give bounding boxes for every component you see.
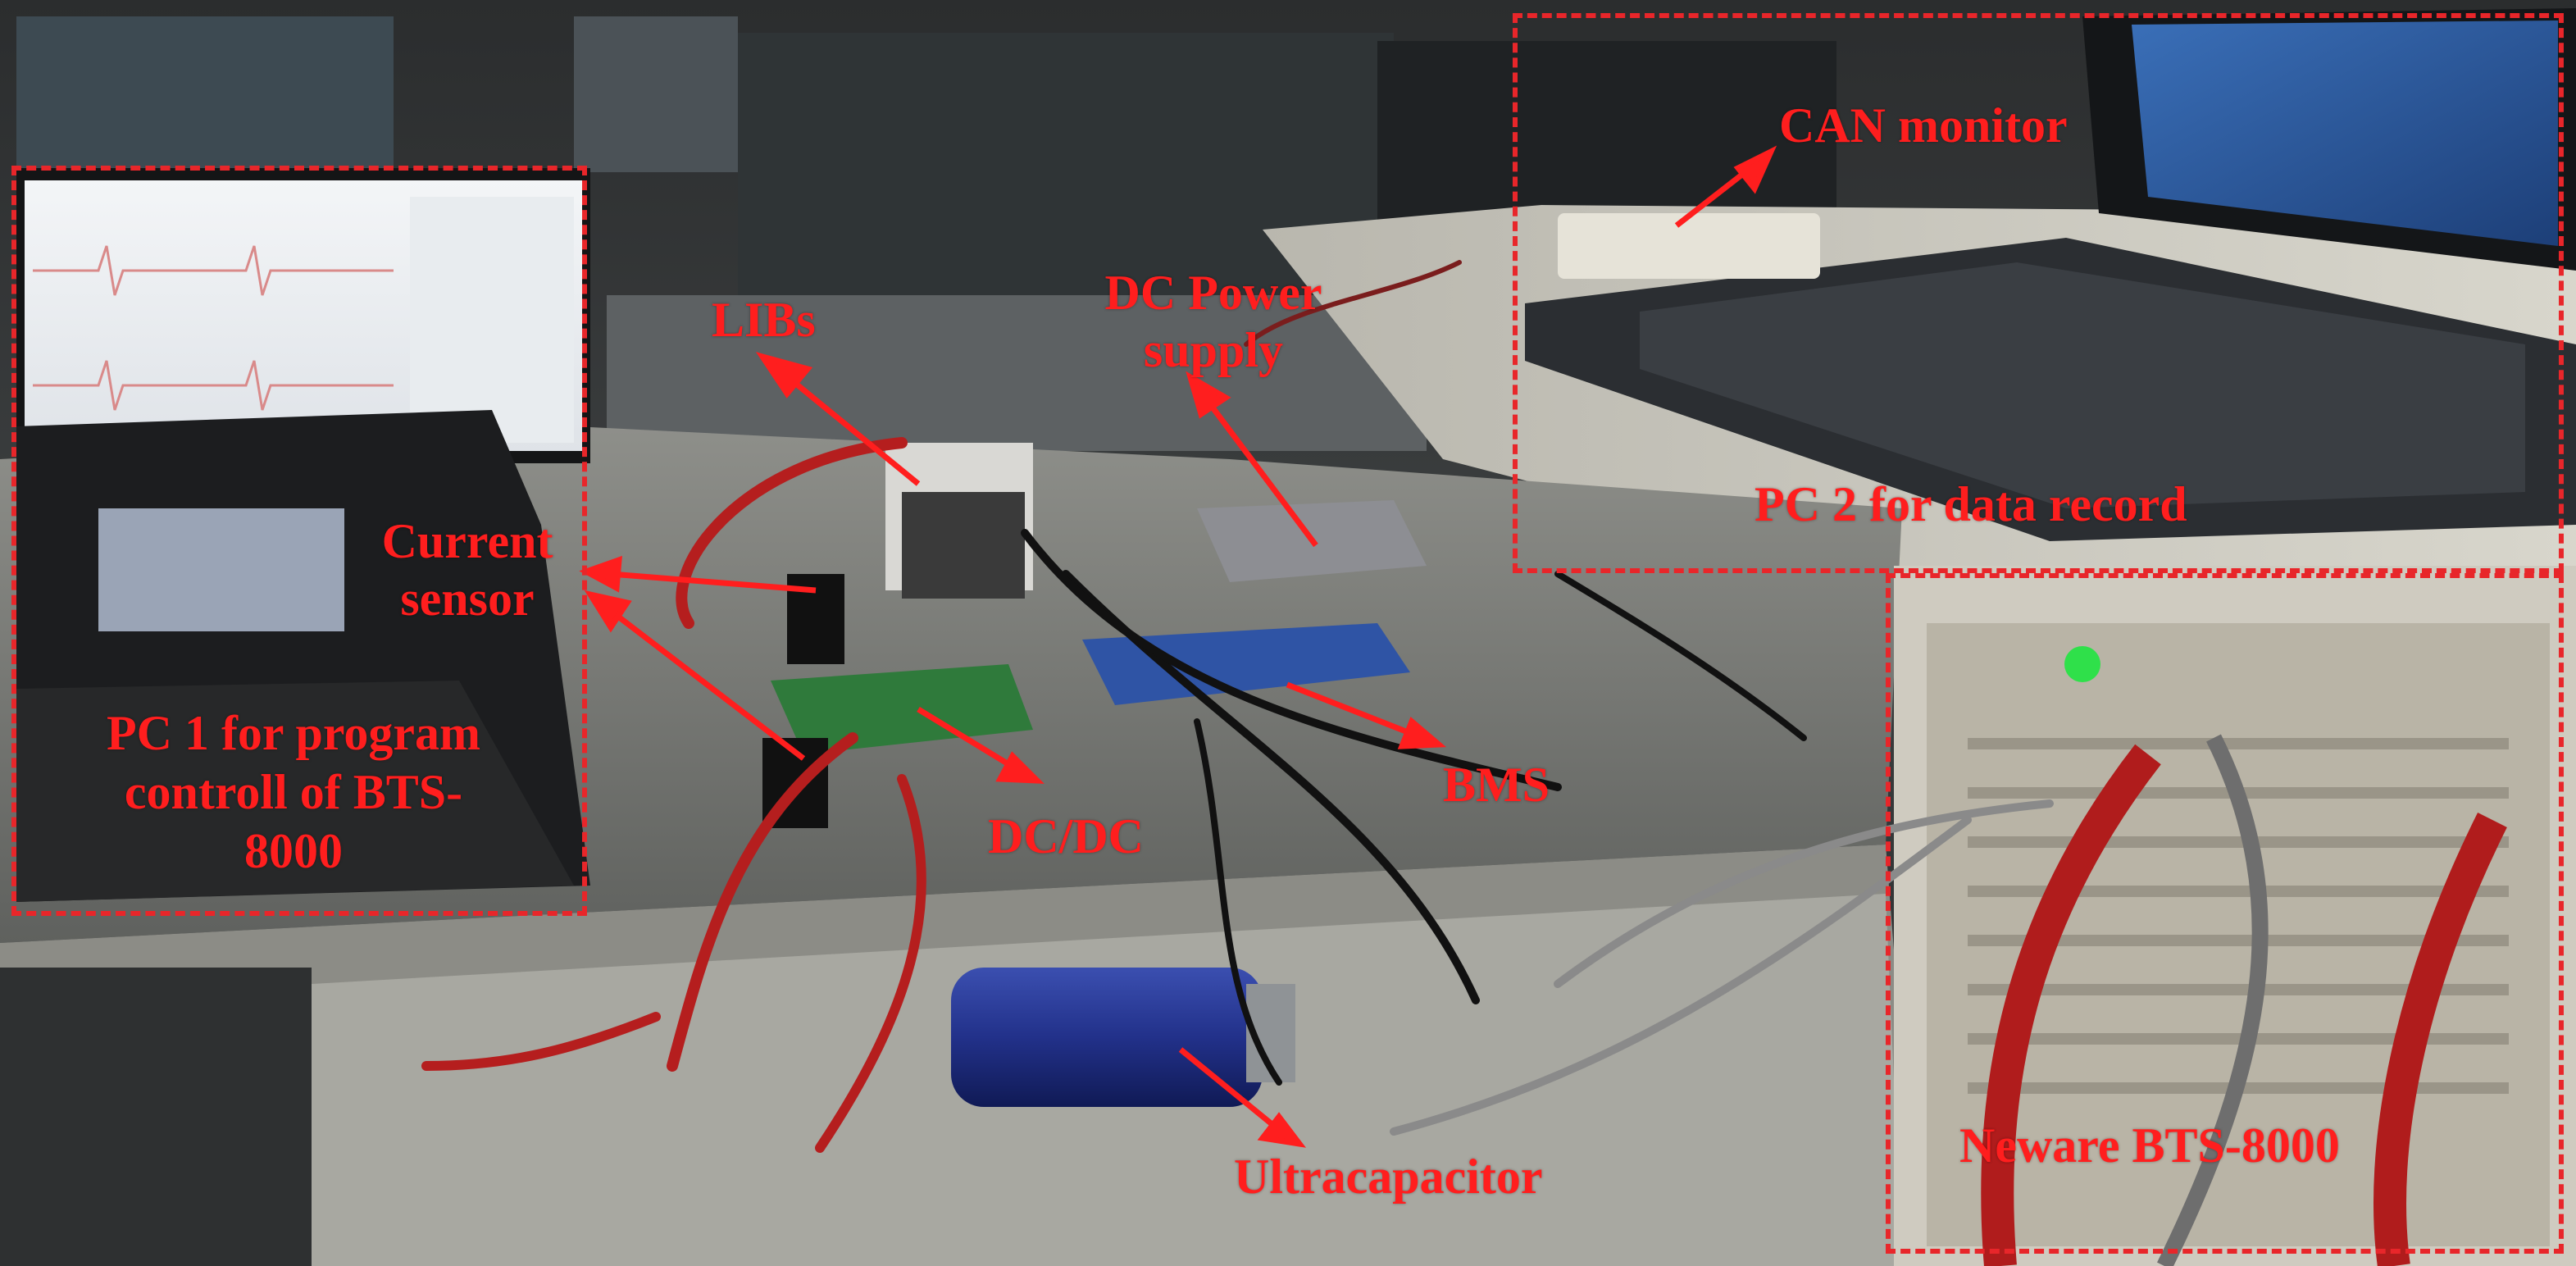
dcdc-label: DC/DC [988,809,1144,863]
pc1-label: PC 1 for program controll of BTS- 8000 [23,704,564,881]
pc1-line-1: PC 1 for program [106,706,481,760]
current-sensor-label: Current sensor [344,512,590,627]
libs-label: LIBs [712,293,816,347]
current-sensor-line-1: Current [381,514,553,568]
pc1-line-2: controll of BTS- [124,765,463,819]
dc-power-line-1: DC Power [1104,266,1322,320]
bms-label: BMS [1443,758,1550,812]
neware-label: Neware BTS-8000 [1959,1118,2340,1173]
current-sensor-line-2: sensor [400,572,535,626]
pc1-dashed-box [11,166,587,916]
neware-dashed-box [1886,573,2564,1254]
ultracapacitor-label: Ultracapacitor [1234,1150,1543,1204]
dc-power-line-2: supply [1143,323,1284,377]
dc-power-supply-label: DC Power supply [1066,264,1361,379]
pc1-line-3: 8000 [244,824,343,878]
pc2-dashed-box [1513,13,2564,573]
can-monitor-label: CAN monitor [1779,98,2068,153]
pc2-label: PC 2 for data record [1755,477,2187,531]
